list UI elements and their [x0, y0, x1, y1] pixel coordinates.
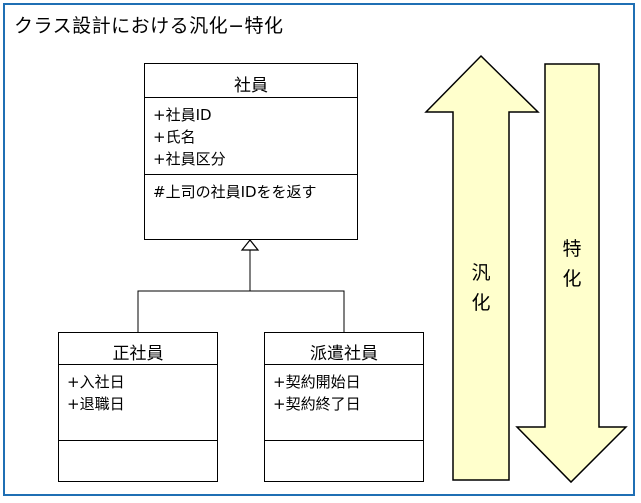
specialization-down-arrow	[515, 63, 628, 484]
specialization-label-char-1: 特	[562, 238, 582, 260]
class-employee-divider-1	[145, 97, 357, 98]
connector-regular	[137, 290, 250, 332]
class-dispatched-employee: 派遣社員 +契約開始日 +契約終了日	[264, 332, 424, 482]
generalization-triangle	[240, 239, 260, 251]
class-dispatched-employee-divider-2	[265, 440, 423, 441]
attribute: +退職日	[67, 395, 125, 413]
class-employee-name: 社員	[234, 76, 268, 96]
attribute: +契約終了日	[273, 395, 361, 413]
class-regular-employee-attributes: +入社日 +退職日	[67, 371, 213, 415]
diagram-title: クラス設計における汎化−特化	[14, 15, 284, 37]
diagram-frame	[3, 3, 635, 496]
class-regular-employee-name: 正社員	[112, 344, 164, 364]
generalization-label: 汎 化	[466, 258, 496, 318]
operation: #上司の社員IDをを返す	[153, 183, 317, 201]
class-regular-employee-divider-2	[59, 440, 217, 441]
specialization-label: 特 化	[557, 234, 587, 294]
class-employee: 社員 +社員ID +氏名 +社員区分 #上司の社員IDをを返す	[144, 63, 358, 240]
attribute: +契約開始日	[273, 373, 361, 391]
attribute: +社員区分	[153, 150, 226, 168]
class-regular-employee-divider-1	[59, 364, 217, 365]
class-employee-divider-2	[145, 174, 357, 175]
generalization-label-char-1: 汎	[471, 262, 491, 284]
generalization-up-arrow	[424, 54, 540, 481]
class-dispatched-employee-attributes: +契約開始日 +契約終了日	[273, 371, 419, 415]
attribute: +入社日	[67, 373, 125, 391]
generalization-label-char-2: 化	[471, 292, 491, 314]
connector-dispatched	[250, 290, 345, 332]
class-dispatched-employee-name: 派遣社員	[310, 344, 378, 364]
attribute: +社員ID	[153, 106, 212, 124]
class-dispatched-employee-divider-1	[265, 364, 423, 365]
class-regular-employee: 正社員 +入社日 +退職日	[58, 332, 218, 482]
specialization-label-char-2: 化	[562, 268, 582, 290]
attribute: +氏名	[153, 128, 196, 146]
class-employee-operations: #上司の社員IDをを返す	[153, 181, 353, 203]
class-employee-attributes: +社員ID +氏名 +社員区分	[153, 104, 353, 170]
